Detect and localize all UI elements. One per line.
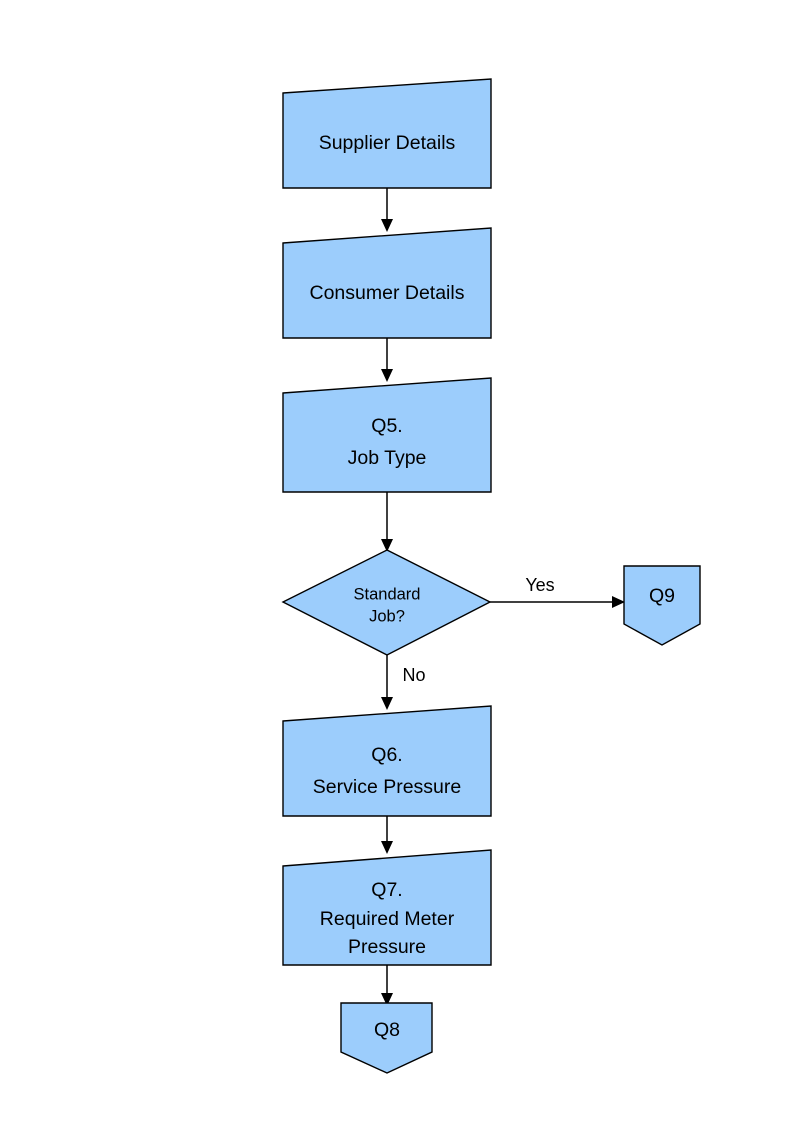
edge-decision-to-q6: No — [381, 655, 426, 710]
edge-label-no: No — [402, 665, 425, 685]
node-supplier-details[interactable]: Supplier Details — [282, 78, 492, 189]
q7-required-meter-pressure-label-line1: Q7. — [371, 879, 402, 901]
standard-job-decision-label-line1: Standard — [354, 585, 421, 603]
arrow-head-icon — [381, 841, 393, 854]
edge-consumer-to-q5 — [381, 338, 393, 382]
arrow-head-icon — [381, 219, 393, 232]
q8-label: Q8 — [374, 1019, 400, 1041]
node-standard-job-decision[interactable]: Standard Job? — [281, 549, 492, 656]
node-q7-required-meter-pressure[interactable]: Q7. Required Meter Pressure — [282, 849, 492, 966]
supplier-details-label: Supplier Details — [319, 132, 456, 154]
q9-shape[interactable] — [623, 565, 701, 646]
arrow-head-icon — [381, 369, 393, 382]
arrow-head-icon — [381, 539, 393, 552]
q7-required-meter-pressure-label-line3: Pressure — [348, 936, 426, 958]
q6-service-pressure-label-line2: Service Pressure — [313, 776, 461, 798]
q5-job-type-label-line1: Q5. — [371, 415, 402, 437]
standard-job-decision-label-line2: Job? — [369, 607, 405, 625]
arrow-head-icon — [381, 993, 393, 1006]
edge-q5-to-decision — [381, 492, 393, 552]
edge-supplier-to-consumer — [381, 188, 393, 232]
edge-label-yes: Yes — [525, 575, 554, 595]
standard-job-decision-shape[interactable] — [281, 549, 492, 656]
edge-decision-to-q9: Yes — [490, 575, 625, 608]
supplier-details-shape[interactable] — [282, 78, 492, 189]
q6-service-pressure-label-line1: Q6. — [371, 744, 402, 766]
q9-label: Q9 — [649, 585, 675, 607]
edge-q7-to-q8 — [381, 965, 393, 1006]
node-q8[interactable]: Q8 — [340, 1002, 433, 1074]
node-q6-service-pressure[interactable]: Q6. Service Pressure — [282, 705, 492, 817]
q8-shape[interactable] — [340, 1002, 433, 1074]
consumer-details-label: Consumer Details — [310, 282, 465, 304]
arrow-head-icon — [612, 596, 625, 608]
q5-job-type-label-line2: Job Type — [348, 447, 427, 469]
edge-q6-to-q7 — [381, 816, 393, 854]
q7-required-meter-pressure-label-line2: Required Meter — [320, 908, 455, 930]
node-q9[interactable]: Q9 — [623, 565, 701, 646]
q6-service-pressure-shape[interactable] — [282, 705, 492, 817]
connectors: Yes No — [381, 188, 625, 1006]
q5-job-type-shape[interactable] — [282, 377, 492, 493]
node-consumer-details[interactable]: Consumer Details — [282, 227, 492, 339]
node-q5-job-type[interactable]: Q5. Job Type — [282, 377, 492, 493]
q7-required-meter-pressure-shape[interactable] — [282, 849, 492, 966]
arrow-head-icon — [381, 697, 393, 710]
consumer-details-shape[interactable] — [282, 227, 492, 339]
